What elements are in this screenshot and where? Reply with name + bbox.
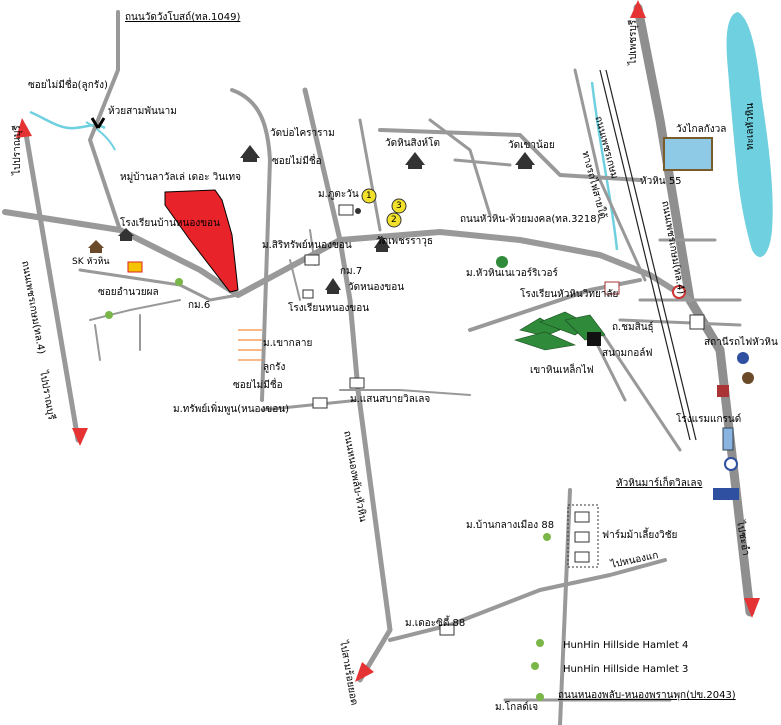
road-local-20: [94, 324, 101, 361]
river-line: [590, 81, 619, 251]
road-local-1: [88, 10, 122, 232]
condo-icon: [713, 488, 739, 500]
road-local-7: [453, 158, 512, 167]
arrow-icons: [16, 0, 760, 682]
label-m-saen-sabai: ม.แสนสบายวิลเลจ: [350, 394, 431, 405]
label-wat-phetcharaturat: วัดเพชรราวุธ: [376, 236, 433, 247]
label-wang-klai-kangwon: วังไกลกังวล: [676, 124, 727, 135]
creek-2: [85, 121, 116, 151]
road-local-15: [558, 488, 572, 725]
label-to-phetchaburi: ไปเพชรบุรี: [628, 19, 639, 65]
label-farm: ฟาร์มม้าเลี้ยงวิชัย: [602, 530, 678, 541]
label-khao-hin-lek-fai: เขาหินเหล็กไฟ: [530, 365, 594, 376]
label-wat-wang-phong-road: ถนนวัดวังโบสถ์(ทล.1049): [125, 12, 241, 23]
label-rr-nong-khon: โรงเรียนหนองขอน: [288, 303, 370, 314]
label-m-siriwan: ม.สิริทรัพย์หนองขอน: [262, 240, 352, 251]
station-icon: [689, 314, 705, 330]
label-tor-chamsin: ถ.ชมสินธุ์: [612, 322, 654, 333]
market-icon: [724, 457, 738, 471]
poi-icon-2: [737, 352, 749, 364]
label-luk-rang: ลูกรัง: [263, 362, 286, 373]
label-golf: สนามกอล์ฟ: [602, 348, 653, 359]
label-road-3218: ถนนหัวหิน-ห้วยมงคล(ทล.3218): [460, 214, 601, 225]
label-soi-mai-mi-chue-3: ซอยไม่มีชื่อ: [233, 380, 283, 391]
label-pho-pramuan: โรงเรียนบ้านหนองขอน: [120, 218, 220, 229]
road-local-25: [339, 389, 471, 396]
label-huahin-station: สถานีรถไฟหัวหิน: [704, 337, 778, 348]
road-local-9: [468, 278, 642, 332]
building-icon: [722, 427, 734, 451]
village-area: [164, 189, 239, 293]
railway: [599, 69, 697, 441]
label-m-city: ม.เดอะซิตี้ 88: [405, 618, 466, 629]
label-huahin-market: หัวหินมาร์เก็ตวิลเลจ: [616, 478, 703, 489]
temple-icon: [240, 145, 535, 294]
road-local-14: [593, 338, 627, 402]
poi-icon-3: [742, 372, 754, 384]
label-km7: กม.7: [340, 266, 363, 277]
poi-icon-1: [672, 285, 686, 299]
label-road-2043: ถนนหนองพลับ-หนองพรานพุก(ปข.2043): [558, 690, 736, 701]
label-wat-hing-rong: วัดหินสิงห์โต: [385, 138, 440, 149]
label-soi-mai-mi-chue-1: ซอยไม่มีชื่อ(ลูกรัง): [28, 80, 108, 91]
label-m-khao-kla: ม.เขากลาย: [263, 338, 313, 349]
label-hillside4: HunHin Hillside Hamlet 4: [563, 640, 689, 651]
shell-icon: [127, 261, 143, 273]
label-hotel-grand: โรงแรมแกรนด์: [676, 414, 742, 425]
label-m-ban-klang: ม.บ้านกลางเมือง 88: [466, 520, 555, 531]
sea-area: [726, 12, 773, 258]
pins: [355, 188, 407, 228]
pin-3-label: 3: [396, 201, 402, 211]
road-local-13: [598, 328, 682, 452]
road-local-24: [289, 259, 301, 301]
house-icon: [302, 204, 590, 636]
label-m-kolf: ม.โกลด์เจ: [495, 702, 539, 713]
shrub-icon: [105, 256, 551, 701]
label-sea: ทะเลหัวหิน: [745, 102, 756, 150]
label-km6: กม.6: [188, 300, 211, 311]
label-m-sap-phoem: ม.ทรัพย์เพิ่มพูน(หนองขอน): [173, 404, 290, 415]
road-local-18: [78, 268, 240, 302]
label-hillside3: HunHin Hillside Hamlet 3: [563, 664, 689, 675]
palace-icon: [663, 137, 713, 171]
farm-boundary: [567, 504, 599, 568]
label-huai-sam-phan-nam: ห้วยสามพันนาม: [108, 106, 177, 117]
label-pranburi-top: ไปปราณบุรี: [12, 125, 23, 175]
golf-icon: [587, 332, 601, 346]
hotel-icon: [717, 385, 729, 397]
road-local-3: [302, 87, 393, 683]
road-3218: [2, 209, 693, 303]
pin-1-label: 1: [366, 191, 372, 201]
road-local-16: [388, 558, 667, 642]
label-sk-huahin: SK หัวหิน: [72, 257, 110, 267]
road-local-6: [428, 118, 492, 217]
road-local-4: [358, 118, 382, 232]
road-local-8: [573, 68, 647, 282]
label-huahin55: หัวหิน 55: [640, 176, 682, 187]
label-wat-khao-noi: วัดเขาน้อย: [508, 140, 555, 151]
label-wat-nong-khon: วัดหนองขอน: [348, 282, 405, 293]
road-phetkasem-left: [22, 125, 81, 443]
label-soi-am-nuay: ซอยอำนวยผล: [98, 287, 159, 298]
label-m-huahin-river: ม.หัวหินเนเวอร์ริเวอร์: [466, 268, 558, 279]
road-local-22: [260, 398, 362, 412]
label-m-phu-tarn: ม.ภูตะวัน: [318, 189, 359, 200]
school-icon: [604, 281, 620, 295]
pin-2-label: 2: [391, 215, 397, 225]
gas-station-icon: [88, 240, 104, 248]
label-wat-bo-krayaram: วัดบ่อไคราราม: [270, 128, 335, 139]
road-local-19: [89, 299, 181, 321]
factory-icon: [118, 228, 134, 236]
road-local-2: [230, 88, 272, 402]
label-school-huahin: โรงเรียนหัวหินวิทยาลัย: [520, 289, 619, 300]
label-soi-mai-mi-chue-2: ซอยไม่มีชื่อ: [272, 156, 322, 167]
label-village: หมู่บ้านลาวัลเล่ เดอะ วินเทจ: [120, 172, 241, 183]
road-local-12: [618, 318, 742, 327]
bridge-icon: [90, 117, 106, 129]
